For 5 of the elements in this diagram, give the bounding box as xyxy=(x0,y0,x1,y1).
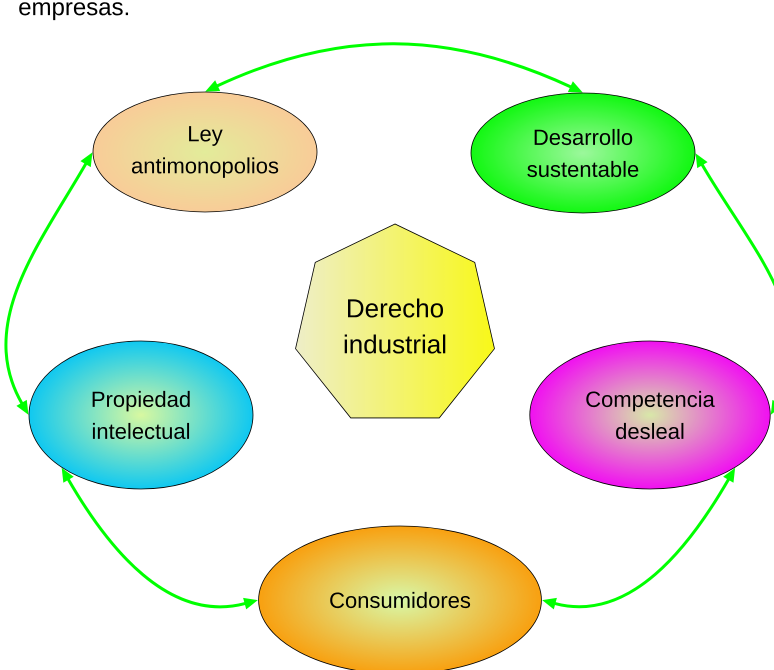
ellipse-node: Ley antimonopolios xyxy=(92,92,318,212)
ellipse-node: Competencia desleal xyxy=(529,340,771,490)
ellipse-node: Desarrollo sustentable xyxy=(470,92,696,214)
ellipse-node: Propiedad intelectual xyxy=(28,340,254,490)
caption-text: empresas. xyxy=(19,2,128,20)
